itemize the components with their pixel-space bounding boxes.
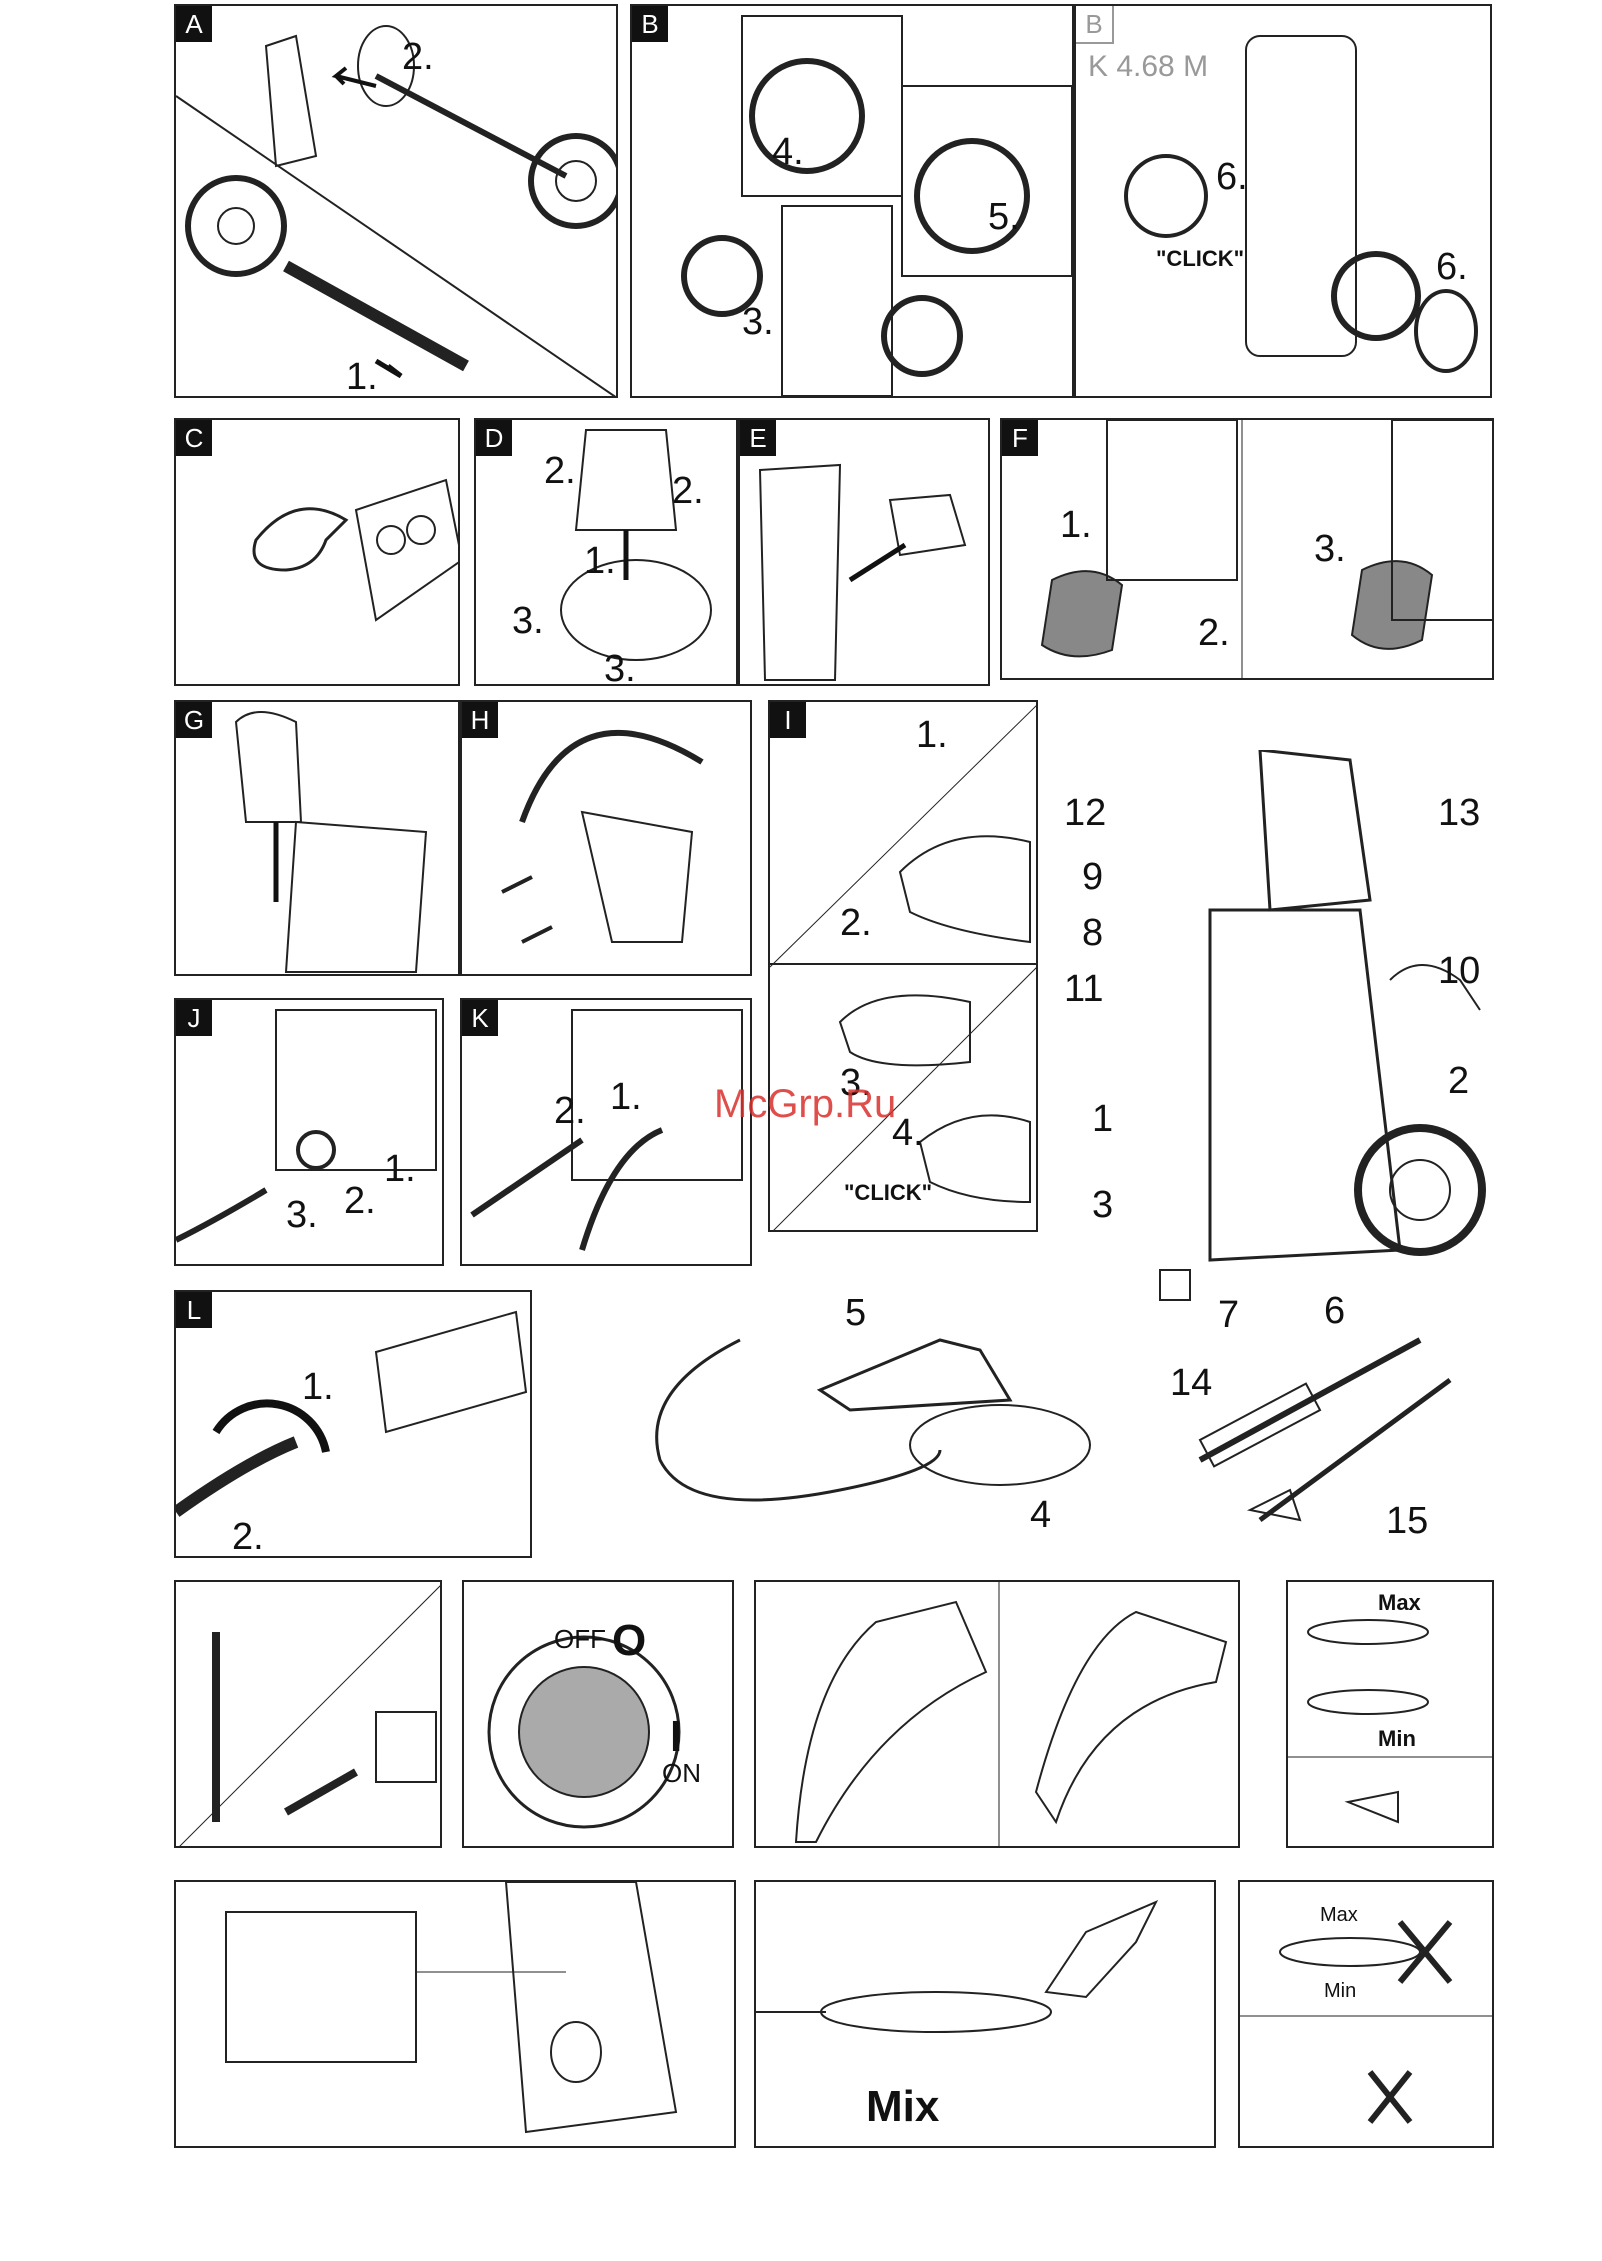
step-d-1: 1. bbox=[584, 540, 616, 583]
panel-trigger bbox=[754, 1580, 1240, 1848]
step-i-2: 2. bbox=[840, 902, 872, 945]
step-j-1: 1. bbox=[384, 1148, 416, 1191]
nozzle-wrong-min-label: Min bbox=[1324, 1980, 1356, 2003]
part-15: 15 bbox=[1386, 1500, 1428, 1543]
step-j-2: 2. bbox=[344, 1180, 376, 1223]
nozzle-wrong-illustration bbox=[1240, 1882, 1494, 2148]
step-3-label: 3. bbox=[742, 301, 774, 344]
part-8: 8 bbox=[1082, 912, 1103, 955]
switch-off-label: OFF bbox=[554, 1624, 606, 1655]
click-label-i: "CLICK" bbox=[844, 1180, 932, 1206]
switch-off-symbol: O bbox=[612, 1616, 646, 1666]
panel-h: H bbox=[460, 700, 752, 976]
nozzle-min-label: Min bbox=[1378, 1726, 1416, 1752]
panel-h-illustration bbox=[462, 702, 752, 976]
part-9: 9 bbox=[1082, 856, 1103, 899]
switch-on-label: ON bbox=[662, 1758, 701, 1789]
step-d-3b: 3. bbox=[604, 648, 636, 686]
panel-a: A 1. 2. bbox=[174, 4, 618, 398]
panel-nozzle-adjust: Max Min bbox=[1286, 1580, 1494, 1848]
part-2: 2 bbox=[1448, 1060, 1469, 1103]
step-6a-label: 6. bbox=[1216, 156, 1248, 199]
panel-f: F 1. 2. 3. bbox=[1000, 418, 1494, 680]
panel-l-illustration bbox=[176, 1292, 532, 1558]
step-f-2: 2. bbox=[1198, 612, 1230, 655]
panel-nozzle-wrong: Max Min bbox=[1238, 1880, 1494, 2148]
panel-f-illustration bbox=[1002, 420, 1494, 680]
accessories bbox=[640, 1290, 1500, 1560]
nozzle-wrong-max-label: Max bbox=[1320, 1904, 1358, 1927]
panel-b2-illustration bbox=[1076, 6, 1492, 398]
step-1-label: 1. bbox=[346, 356, 378, 398]
panel-j: J 1. 2. 3. bbox=[174, 998, 444, 1266]
part-1: 1 bbox=[1092, 1098, 1113, 1141]
parts-diagram bbox=[1060, 750, 1500, 1350]
step-j-3: 3. bbox=[286, 1194, 318, 1237]
panel-g: G bbox=[174, 700, 460, 976]
step-d-2b: 2. bbox=[672, 470, 704, 513]
panel-e-illustration bbox=[740, 420, 990, 686]
part-11: 11 bbox=[1064, 968, 1103, 1011]
panel-l: L 1. 2. bbox=[174, 1290, 532, 1558]
panel-g-illustration bbox=[176, 702, 460, 976]
part-14: 14 bbox=[1170, 1362, 1212, 1405]
step-k-2: 2. bbox=[554, 1090, 586, 1133]
nozzle-adjust-illustration bbox=[1288, 1582, 1494, 1848]
step-i-4: 4. bbox=[892, 1112, 924, 1155]
step-d-3a: 3. bbox=[512, 600, 544, 643]
panel-b2: B K 4.68 M 6. 6. "CLICK" bbox=[1074, 4, 1492, 398]
panel-a-illustration bbox=[176, 6, 618, 398]
step-i-1: 1. bbox=[916, 714, 948, 757]
step-d-2a: 2. bbox=[544, 450, 576, 493]
accessories-illustration bbox=[640, 1290, 1500, 1560]
step-6b-label: 6. bbox=[1436, 246, 1468, 289]
step-k-1: 1. bbox=[610, 1076, 642, 1119]
panel-k-illustration bbox=[462, 1000, 752, 1266]
panel-b1: B 3. 4. 5. bbox=[630, 4, 1074, 398]
detergent-illustration bbox=[176, 1882, 736, 2148]
mix-illustration bbox=[756, 1882, 1216, 2148]
click-label: "CLICK" bbox=[1156, 246, 1244, 272]
part-13: 13 bbox=[1438, 792, 1480, 835]
panel-c-illustration bbox=[176, 420, 460, 686]
panel-connect-power bbox=[174, 1580, 442, 1848]
nozzle-max-label: Max bbox=[1378, 1590, 1421, 1616]
part-10: 10 bbox=[1438, 950, 1480, 993]
panel-switch: OFF O I ON bbox=[462, 1580, 734, 1848]
step-f-3: 3. bbox=[1314, 528, 1346, 571]
mix-label: Mix bbox=[866, 2082, 939, 2132]
power-illustration bbox=[176, 1582, 442, 1848]
step-l-1: 1. bbox=[302, 1366, 334, 1409]
panel-k: K 2. 1. bbox=[460, 998, 752, 1266]
panel-d: D 2. 2. 1. 3. 3. bbox=[474, 418, 738, 686]
panel-detergent bbox=[174, 1880, 736, 2148]
part-3: 3 bbox=[1092, 1184, 1113, 1227]
switch-on-symbol: I bbox=[670, 1712, 682, 1762]
step-4-label: 4. bbox=[772, 131, 804, 174]
watermark: McGrp.Ru bbox=[714, 1082, 896, 1127]
panel-e: E bbox=[738, 418, 990, 686]
part-5: 5 bbox=[845, 1292, 866, 1335]
step-l-2: 2. bbox=[232, 1516, 264, 1558]
part-12: 12 bbox=[1064, 792, 1106, 835]
trigger-illustration bbox=[756, 1582, 1240, 1848]
panel-c: C bbox=[174, 418, 460, 686]
device-illustration bbox=[1060, 750, 1500, 1350]
step-f-1: 1. bbox=[1060, 504, 1092, 547]
part-4: 4 bbox=[1030, 1494, 1051, 1537]
panel-i: I 1. 2. 3. 4. "CLICK" bbox=[768, 700, 1038, 1232]
panel-mix: Mix bbox=[754, 1880, 1216, 2148]
step-2-label: 2. bbox=[402, 36, 434, 79]
switch-illustration bbox=[464, 1582, 734, 1848]
step-5-label: 5. bbox=[988, 196, 1020, 239]
